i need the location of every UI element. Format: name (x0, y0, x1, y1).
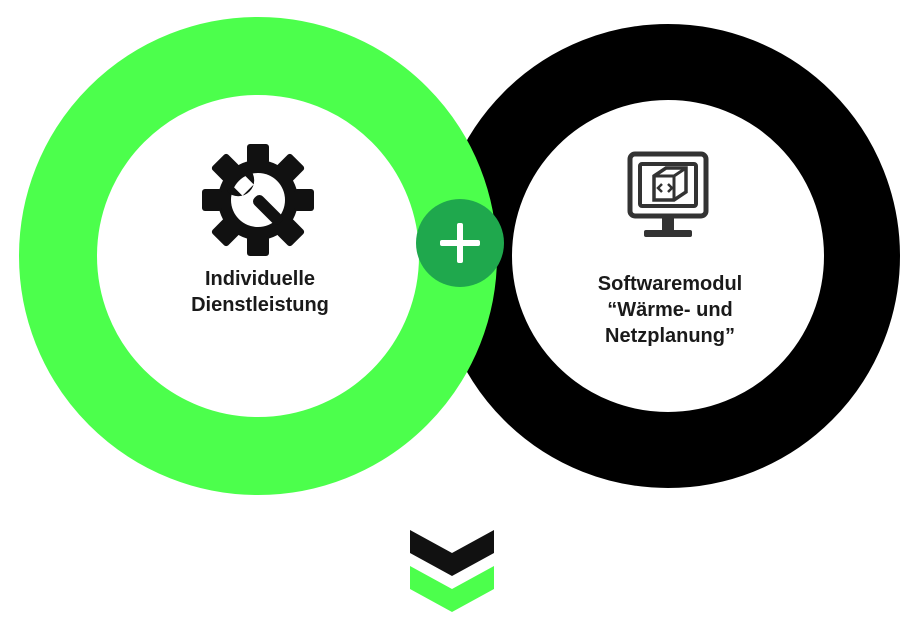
right-circle-label: Softwaremodul “Wärme- und Netzplanung” (550, 271, 790, 349)
gear-wrench-icon (202, 144, 314, 256)
right-label-line-2: “Wärme- und (607, 299, 733, 321)
left-circle-label: Individuelle Dienstleistung (150, 266, 370, 318)
black-ring (436, 24, 900, 488)
double-chevron-down-icon (410, 530, 494, 612)
left-label-line-1: Individuelle (204, 268, 316, 290)
monitor-code-icon (627, 151, 709, 237)
right-label-line-1: Softwaremodul (597, 273, 743, 295)
plus-badge (416, 199, 504, 287)
plus-icon (440, 223, 480, 263)
right-label-line-3: Netzplanung” (605, 325, 735, 347)
left-label-line-2: Dienstleistung (191, 294, 329, 316)
